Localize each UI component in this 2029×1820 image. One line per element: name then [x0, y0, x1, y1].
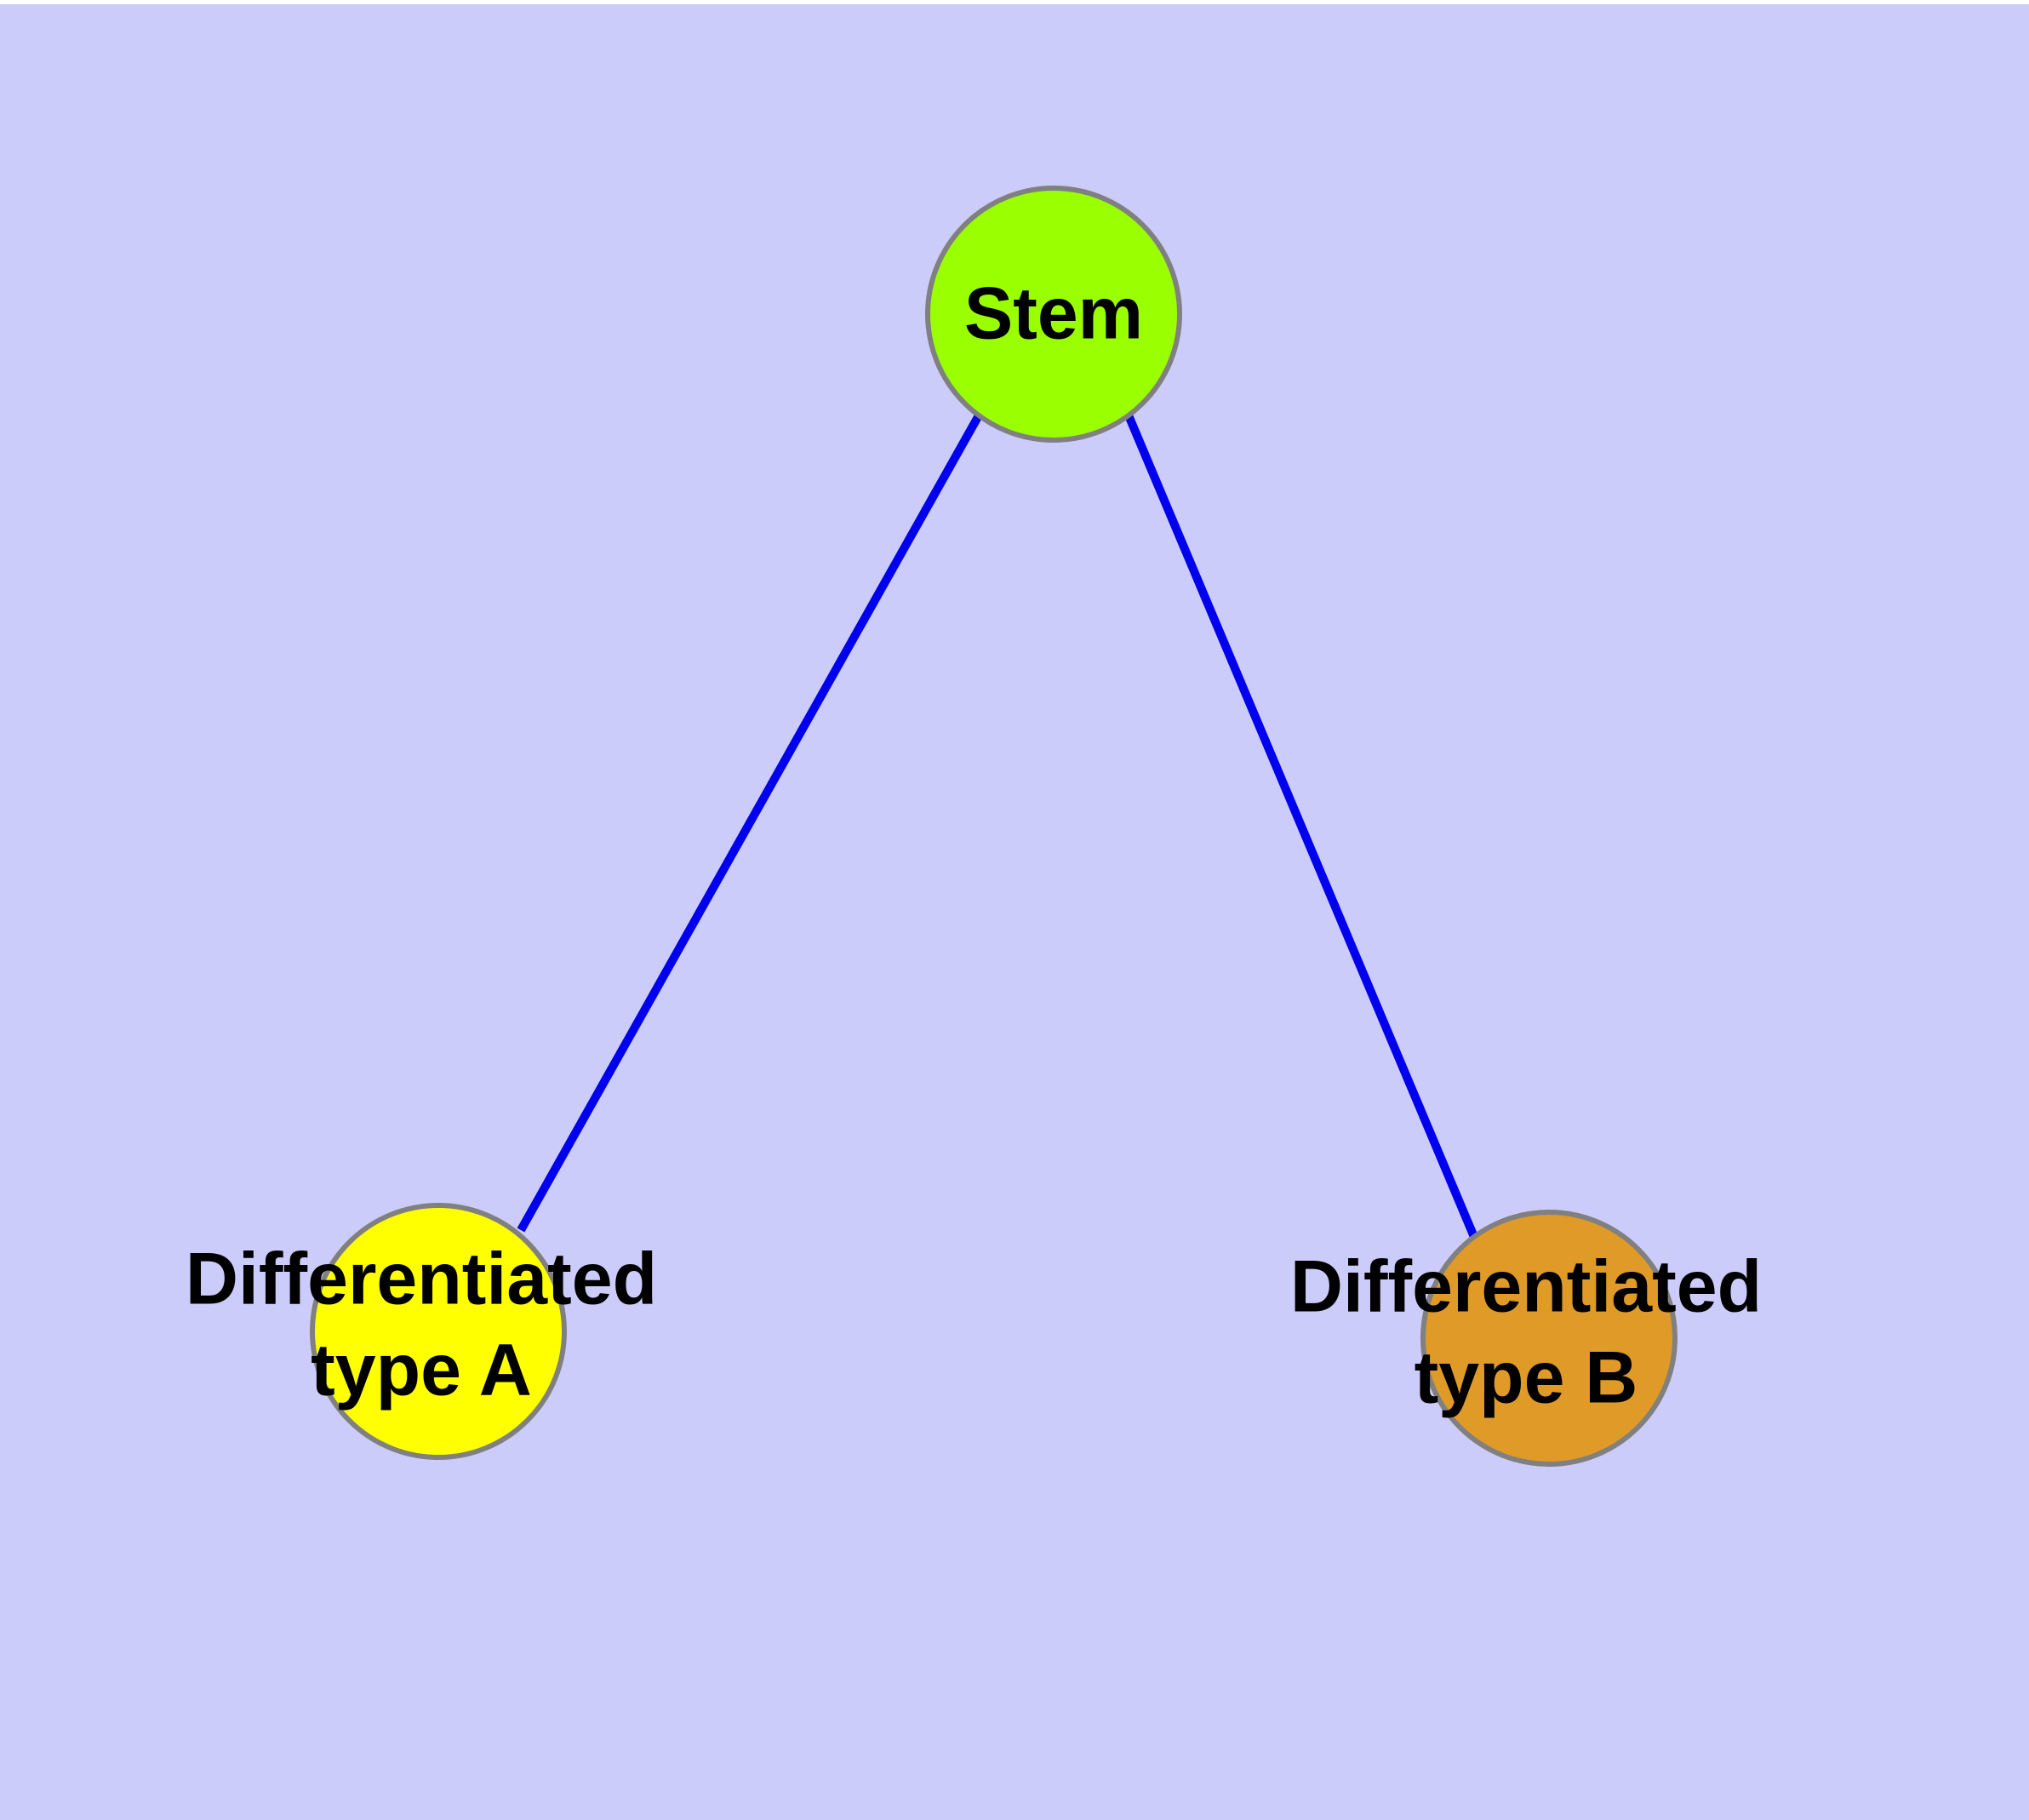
node-label-differentiated-type-b-line1: Differentiated [1290, 1246, 1762, 1328]
node-label-stem: Stem [964, 273, 1143, 355]
node-differentiated-type-b[interactable] [1420, 1210, 1677, 1467]
diagram-plot-area: Stem Differentiated type A Differentiate… [0, 4, 2029, 1820]
edge-stem-to-differentiated-type-a[interactable] [517, 413, 983, 1233]
node-label-differentiated-type-a-line1: Differentiated [186, 1239, 657, 1320]
node-layer [310, 186, 1677, 1467]
node-differentiated-type-a[interactable] [310, 1203, 567, 1460]
node-stem[interactable] [925, 186, 1182, 443]
node-label-differentiated-type-a-line2: type A [311, 1330, 532, 1411]
edge-layer [517, 413, 1478, 1239]
edge-stem-to-differentiated-type-b[interactable] [1124, 414, 1478, 1239]
graph-svg: Stem Differentiated type A Differentiate… [186, 186, 1762, 1467]
node-label-differentiated-type-b-line2: type B [1415, 1337, 1638, 1419]
label-layer: Stem Differentiated type A Differentiate… [186, 273, 1762, 1419]
